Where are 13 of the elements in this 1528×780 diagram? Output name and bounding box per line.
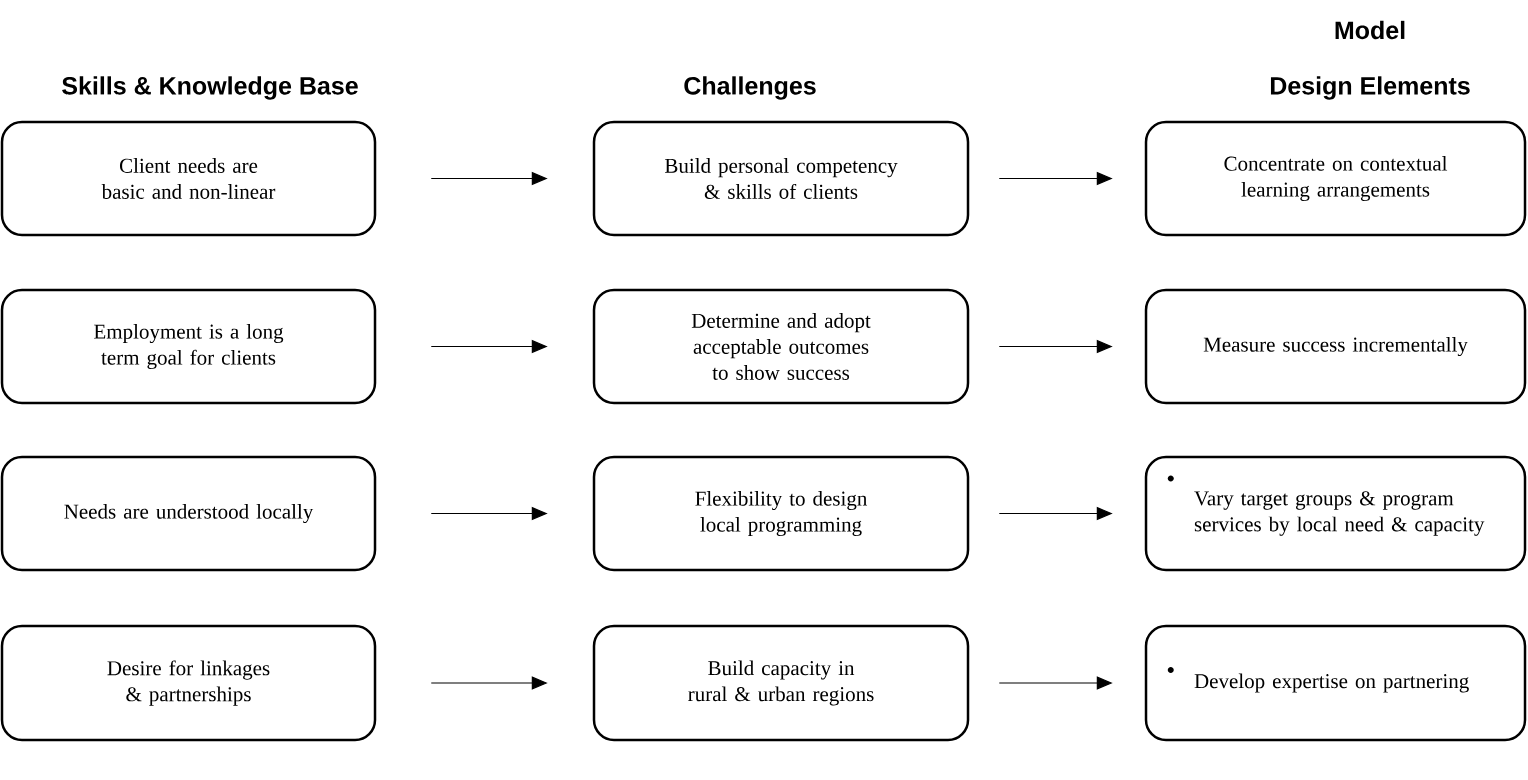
text-box: Determine and adopt acceptable outcomes to show success [592, 288, 970, 405]
text-box: Client needs are basic and non-linear [0, 120, 377, 237]
text-box: Concentrate on contextual learning arrangements [1144, 120, 1527, 237]
text-box: Flexibility to design local programming [592, 455, 970, 572]
text-box: Needs are understood locally [0, 455, 377, 572]
text-box: Build personal competency & skills of clients [592, 120, 970, 237]
text-box: Develop expertise on partnering [1144, 624, 1527, 742]
text-box: Measure success incrementally [1144, 288, 1527, 405]
column-heading: Model [1335, 20, 1405, 40]
text-box: Desire for linkages & partnerships [0, 624, 377, 742]
text-box: Vary target groups & program services by local need & capacity [1144, 455, 1527, 572]
text-box: Employment is a long term goal for clients [0, 288, 377, 405]
text-box: Build capacity in rural & urban regions [592, 624, 970, 742]
